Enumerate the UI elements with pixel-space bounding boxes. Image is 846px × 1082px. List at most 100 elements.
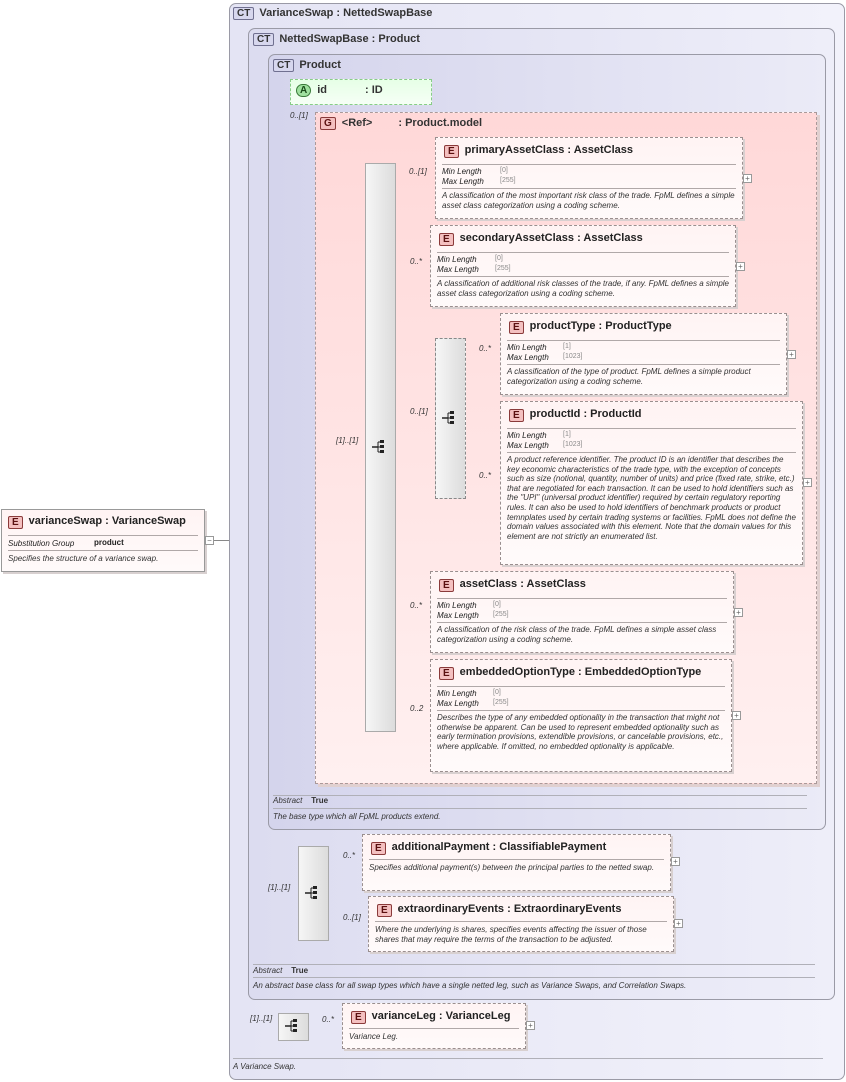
ct-name: VarianceSwap — [259, 7, 334, 19]
element-description: Specifies additional payment(s) between … — [369, 863, 655, 872]
ct-variance-swap-description: A Variance Swap. — [233, 1062, 296, 1071]
element-type: ClassifiablePayment — [499, 841, 607, 853]
cardinality: 0..[1] — [343, 913, 361, 922]
element-type: VarianceSwap — [111, 515, 186, 527]
element-name: embeddedOptionType — [459, 666, 575, 678]
min-length-label: Min Length — [437, 601, 477, 610]
attribute-name: id — [317, 84, 328, 96]
sequence-cardinality: [1]..[1] — [250, 1014, 273, 1023]
element-type: AssetClass — [526, 578, 586, 590]
element-description: A classification of the most important r… — [442, 191, 735, 210]
element-type: ProductId — [590, 408, 642, 420]
cardinality: 0..[1] — [410, 407, 428, 416]
element-badge: E — [8, 516, 23, 529]
ct-product-title: CT Product — [273, 59, 341, 72]
element-description: A classification of the risk class of th… — [437, 625, 717, 644]
sequence-compositor-variance[interactable] — [278, 1013, 309, 1041]
max-length-label: Max Length — [507, 441, 549, 450]
element-badge: E — [444, 145, 459, 158]
expand-icon[interactable]: + — [671, 857, 680, 866]
element-description: A classification of the type of product.… — [507, 367, 751, 386]
expand-icon[interactable]: + — [743, 174, 752, 183]
ct-badge: CT — [253, 33, 275, 46]
element-badge: E — [439, 233, 454, 246]
min-length-label: Min Length — [437, 689, 477, 698]
min-length-label: Min Length — [442, 167, 482, 176]
element-description: Variance Leg. — [349, 1032, 399, 1041]
element-name: assetClass — [459, 578, 518, 590]
element-description: A product reference identifier. The prod… — [507, 455, 796, 541]
sequence-cardinality: [1]..[1] — [268, 883, 291, 892]
max-length-value: [1023] — [563, 353, 583, 360]
max-length-label: Max Length — [507, 353, 549, 362]
choice-icon — [441, 411, 459, 430]
element-badge: E — [371, 842, 386, 855]
expand-icon[interactable]: + — [736, 262, 745, 271]
element-badge: E — [377, 904, 392, 917]
substitution-group-label: Substitution Group — [8, 539, 75, 548]
group-name: Product.model — [405, 117, 483, 129]
element-name: varianceSwap — [28, 515, 103, 527]
ct-base: NettedSwapBase — [343, 7, 433, 19]
expand-icon[interactable]: + — [787, 350, 796, 359]
substitution-group-value: product — [94, 538, 124, 547]
cardinality: 0..* — [479, 344, 492, 353]
min-length-value: [1] — [563, 431, 571, 438]
element-badge: E — [439, 579, 454, 592]
element-name: productType — [529, 320, 596, 332]
collapse-toggle-icon[interactable]: − — [205, 536, 214, 545]
ct-badge: CT — [273, 59, 295, 72]
element-type: AssetClass — [583, 232, 643, 244]
min-length-label: Min Length — [507, 431, 547, 440]
attribute-type: ID — [371, 84, 383, 96]
expand-icon[interactable]: + — [526, 1021, 535, 1030]
ct-base: Product — [378, 33, 420, 45]
min-length-value: [1] — [563, 343, 571, 350]
expand-icon[interactable]: + — [803, 478, 812, 487]
ct-netted-description: An abstract base class for all swap type… — [253, 981, 687, 990]
group-cardinality: 0..[1] — [290, 111, 308, 120]
element-type: VarianceLeg — [445, 1010, 511, 1022]
ct-badge: CT — [233, 7, 255, 20]
element-badge: E — [351, 1011, 366, 1024]
element-badge: E — [509, 409, 524, 422]
element-name: secondaryAssetClass — [459, 232, 575, 244]
expand-icon[interactable]: + — [674, 919, 683, 928]
cardinality: 0..* — [410, 257, 423, 266]
element-type: EmbeddedOptionType — [584, 666, 702, 678]
min-length-value: [0] — [493, 689, 501, 696]
element-badge: E — [509, 321, 524, 334]
max-length-label: Max Length — [437, 699, 479, 708]
element-description: A classification of additional risk clas… — [437, 279, 729, 298]
element-name: productId — [529, 408, 581, 420]
expand-icon[interactable]: + — [732, 711, 741, 720]
min-length-value: [0] — [500, 167, 508, 174]
max-length-value: [255] — [493, 699, 509, 706]
attribute-id[interactable] — [290, 79, 432, 105]
expand-icon[interactable]: + — [734, 608, 743, 617]
ct-name: Product — [299, 59, 341, 71]
min-length-label: Min Length — [507, 343, 547, 352]
ct-product-description: The base type which all FpML products ex… — [273, 812, 441, 821]
ct-product-abstract: Abstract True — [273, 796, 329, 805]
group-badge: G — [320, 117, 336, 130]
sequence-icon — [284, 1019, 302, 1038]
ct-name: NettedSwapBase — [279, 33, 369, 45]
element-name: varianceLeg — [371, 1010, 436, 1022]
min-length-label: Min Length — [437, 255, 477, 264]
attribute-badge: A — [296, 84, 312, 97]
min-length-value: [0] — [493, 601, 501, 608]
